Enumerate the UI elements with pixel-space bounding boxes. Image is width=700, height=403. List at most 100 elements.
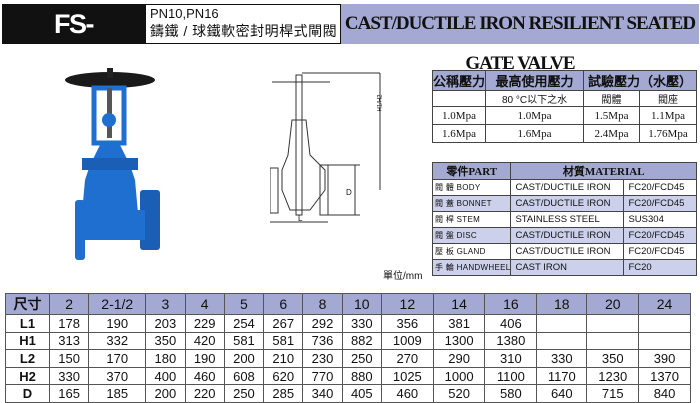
cell: 1.0Mpa <box>485 106 585 125</box>
cell: 770 <box>302 366 343 386</box>
cell: 閥 桿 STEM <box>431 211 512 228</box>
unit-label: 單位/mm <box>383 271 423 282</box>
cell: 285 <box>263 384 304 403</box>
cell: 608 <box>223 366 265 386</box>
cell: 4 <box>184 293 225 315</box>
cell: 1.76Mpa <box>639 124 697 143</box>
cell: 340 <box>302 384 343 403</box>
cell: 170 <box>88 349 147 368</box>
cell: 520 <box>432 384 486 403</box>
header-cell: 公稱壓力 <box>431 70 487 91</box>
cell: 1230 <box>586 366 640 386</box>
cell: 8 <box>302 293 343 315</box>
product-title: CAST/DUCTILE IRON RESILIENT SEATED GATE … <box>341 4 699 74</box>
cell: FC20/FCD45 <box>623 195 697 212</box>
cell: 620 <box>263 366 304 386</box>
cell: 640 <box>536 384 588 403</box>
cell: 581 <box>263 331 304 351</box>
cell: 178 <box>48 314 90 333</box>
cell: 370 <box>88 366 147 386</box>
cell: 1300 <box>432 331 486 351</box>
cell: CAST/DUCTILE IRON <box>510 179 625 196</box>
sub-cell: 閥座 <box>639 90 697 107</box>
model-number: FS-052S/052DS <box>2 4 145 79</box>
cell <box>638 331 691 351</box>
cell: 200 <box>223 349 265 368</box>
cell: 1100 <box>484 366 538 386</box>
cell: 10 <box>341 293 382 315</box>
header-cell: 最高使用壓力 <box>485 70 585 91</box>
cell: SUS304 <box>623 211 697 228</box>
cell: 390 <box>638 349 691 368</box>
cell: 405 <box>341 384 382 403</box>
cell: 1370 <box>638 366 691 386</box>
cell: 5 <box>223 293 265 315</box>
cell: 292 <box>302 314 343 333</box>
header-cell: 零件PART <box>431 162 512 180</box>
cell: FC20/FCD45 <box>623 227 697 244</box>
cell: 310 <box>484 349 538 368</box>
cell: 1025 <box>380 366 434 386</box>
cell <box>586 331 640 351</box>
height-label: H1/H2 <box>377 94 384 112</box>
cell: 1009 <box>380 331 434 351</box>
header-cell: 試驗壓力（水壓） <box>583 70 697 91</box>
cell: 16 <box>484 293 538 315</box>
cell: 882 <box>341 331 382 351</box>
cell: 2.4Mpa <box>583 124 641 143</box>
sub-cell: 閥體 <box>583 90 641 107</box>
valve-diagram <box>270 72 381 223</box>
cell: 330 <box>48 366 90 386</box>
cell: 1380 <box>484 331 538 351</box>
cell: 1.1Mpa <box>639 106 697 125</box>
diameter-label: D <box>346 188 352 197</box>
cell <box>536 314 588 333</box>
cell: FC20/FCD45 <box>623 243 697 260</box>
cell: L2 <box>5 349 50 368</box>
subtitle-box: PN10,PN16 鑄鐵 / 球鐵軟密封明桿式閘閥 <box>145 4 341 44</box>
cell: 180 <box>145 349 186 368</box>
cell: 420 <box>184 331 225 351</box>
cell: 330 <box>536 349 588 368</box>
cell: H2 <box>5 366 50 386</box>
header-cell: 材質MATERIAL <box>510 162 697 180</box>
cell: 尺寸 <box>5 293 50 315</box>
valve-photo <box>65 68 160 260</box>
cell: 閥 體 BODY <box>431 179 512 196</box>
cell: 880 <box>341 366 382 386</box>
cell: 210 <box>263 349 304 368</box>
cell: 185 <box>88 384 147 403</box>
cell <box>536 331 588 351</box>
cell: 350 <box>145 331 186 351</box>
cell: 350 <box>586 349 640 368</box>
cell: 壓 板 GLAND <box>431 243 512 260</box>
cell: 460 <box>380 384 434 403</box>
cell: L1 <box>5 314 50 333</box>
cell: 1.5Mpa <box>583 106 641 125</box>
cell: FC20/FCD45 <box>623 179 697 196</box>
cell: FC20 <box>623 259 697 276</box>
cell: 12 <box>380 293 434 315</box>
cell: 330 <box>341 314 382 333</box>
cell: 20 <box>586 293 640 315</box>
cell: 1.6Mpa <box>431 124 487 143</box>
cell: 332 <box>88 331 147 351</box>
cell: 580 <box>484 384 538 403</box>
cell: 736 <box>302 331 343 351</box>
cell: 2 <box>48 293 90 315</box>
cell: 165 <box>48 384 90 403</box>
cell: 18 <box>536 293 588 315</box>
cell: 190 <box>184 349 225 368</box>
cell: 840 <box>638 384 691 403</box>
